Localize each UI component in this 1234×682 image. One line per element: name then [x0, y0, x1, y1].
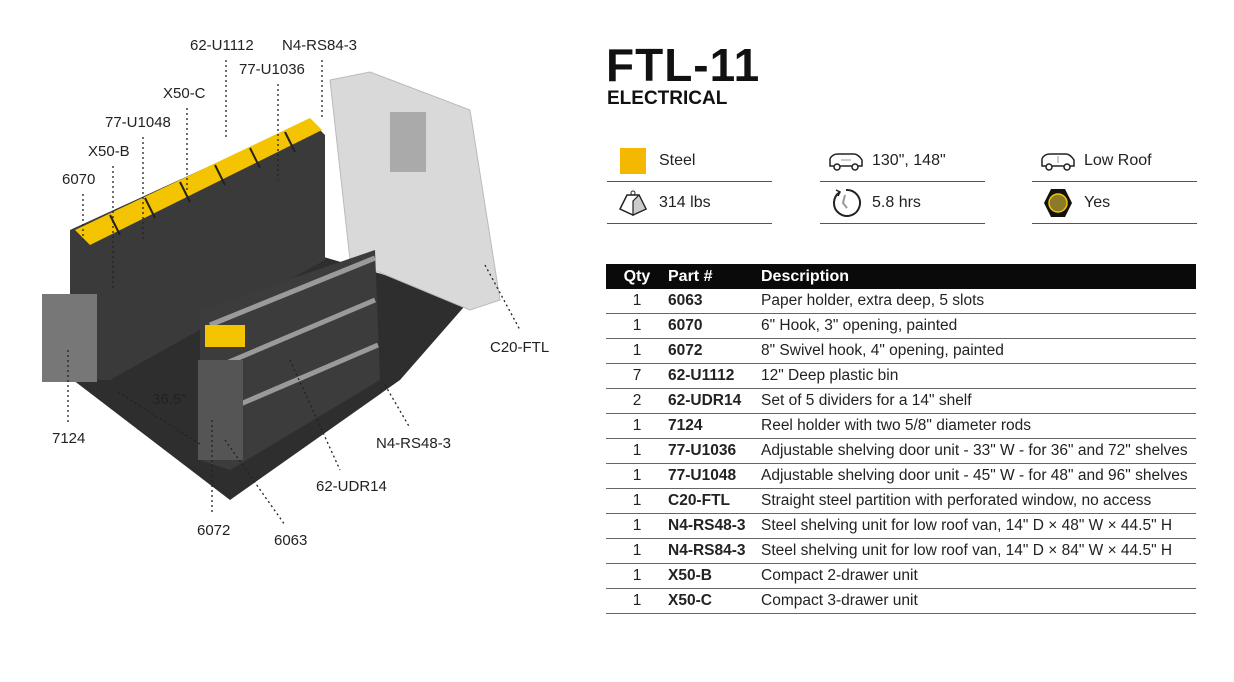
- spec-install-time: 5.8 hrs: [820, 183, 985, 224]
- part-cell: N4-RS84-3: [668, 538, 761, 564]
- description-cell: 6" Hook, 3" opening, painted: [761, 313, 1196, 339]
- paper-holder: [198, 360, 243, 460]
- description-cell: Compact 3-drawer unit: [761, 588, 1196, 614]
- spec-value: 130", 148": [872, 152, 946, 169]
- part-cell: 77-U1048: [668, 463, 761, 489]
- callout-6070: 6070: [62, 171, 96, 188]
- shelving-unit-84: [70, 120, 325, 380]
- product-title: FTL-11: [606, 39, 761, 91]
- qty-cell: 1: [606, 338, 668, 364]
- qty-cell: 1: [606, 313, 668, 339]
- steel-swatch-icon: [620, 148, 646, 174]
- qty-cell: 2: [606, 388, 668, 414]
- part-cell: N4-RS48-3: [668, 513, 761, 539]
- description-cell: 8" Swivel hook, 4" opening, painted: [761, 338, 1196, 364]
- weight-icon: [618, 190, 648, 216]
- badge-icon: [1044, 189, 1072, 217]
- part-cell: 6070: [668, 313, 761, 339]
- swivel-hook: [205, 325, 245, 347]
- callout-77-u1036: 77-U1036: [239, 61, 305, 78]
- part-cell: 6072: [668, 338, 761, 364]
- callout-n4-rs48-3: N4-RS48-3: [376, 435, 452, 452]
- part-cell: 7124: [668, 413, 761, 439]
- description-cell: Set of 5 dividers for a 14" shelf: [761, 388, 1196, 414]
- qty-cell: 1: [606, 563, 668, 589]
- spec-badge: Yes: [1032, 183, 1197, 224]
- van-length-icon: [829, 153, 863, 171]
- callout-c20-ftl: C20-FTL: [490, 339, 550, 356]
- part-cell: 77-U1036: [668, 438, 761, 464]
- perforated-window: [390, 112, 426, 172]
- qty-cell: 7: [606, 363, 668, 389]
- callout-62-udr14: 62-UDR14: [316, 478, 387, 495]
- description-cell: Straight steel partition with perforated…: [761, 488, 1196, 514]
- spec-value: Yes: [1084, 194, 1111, 211]
- description-cell: Steel shelving unit for low roof van, 14…: [761, 513, 1196, 539]
- callout-77-u1048: 77-U1048: [105, 114, 171, 131]
- callout-dimension: 36.5": [152, 391, 187, 408]
- qty-cell: 1: [606, 588, 668, 614]
- description-cell: Compact 2-drawer unit: [761, 563, 1196, 589]
- reel-holder: [42, 294, 97, 382]
- install-time-icon: [833, 188, 861, 217]
- description-cell: Adjustable shelving door unit - 45" W - …: [761, 463, 1196, 489]
- part-cell: 6063: [668, 289, 761, 314]
- spec-material: Steel: [607, 141, 772, 182]
- callout-x50-c: X50-C: [163, 85, 206, 102]
- spec-roof: Low Roof: [1032, 141, 1197, 182]
- description-cell: Paper holder, extra deep, 5 slots: [761, 289, 1196, 314]
- qty-cell: 1: [606, 488, 668, 514]
- table-header: Qty Part # Description: [606, 264, 1196, 289]
- description-cell: 12" Deep plastic bin: [761, 363, 1196, 389]
- callout-7124: 7124: [52, 430, 86, 447]
- product-category: ELECTRICAL: [607, 88, 728, 109]
- part-cell: X50-C: [668, 588, 761, 614]
- spec-weight: 314 lbs: [607, 183, 772, 224]
- callout-6063: 6063: [274, 532, 308, 549]
- callout-n4-rs84-3: N4-RS84-3: [282, 37, 358, 54]
- qty-cell: 1: [606, 513, 668, 539]
- spec-value: 5.8 hrs: [872, 194, 921, 211]
- header-qty: Qty: [606, 264, 668, 289]
- spec-value: Steel: [659, 152, 696, 169]
- header-description: Description: [761, 264, 1196, 289]
- callout-6072: 6072: [197, 522, 231, 539]
- description-cell: Adjustable shelving door unit - 33" W - …: [761, 438, 1196, 464]
- spec-value: Low Roof: [1084, 152, 1152, 169]
- spec-wheelbase: 130", 148": [820, 141, 985, 182]
- part-cell: X50-B: [668, 563, 761, 589]
- header-part: Part #: [668, 264, 761, 289]
- qty-cell: 1: [606, 413, 668, 439]
- description-cell: Steel shelving unit for low roof van, 14…: [761, 538, 1196, 564]
- spec-value: 314 lbs: [659, 194, 711, 211]
- part-cell: 62-UDR14: [668, 388, 761, 414]
- description-cell: Reel holder with two 5/8" diameter rods: [761, 413, 1196, 439]
- van-interior-illustration: [42, 60, 521, 526]
- qty-cell: 1: [606, 289, 668, 314]
- van-roof-icon: [1041, 153, 1075, 171]
- yellow-bins: [75, 118, 322, 245]
- callout-x50-b: X50-B: [88, 143, 130, 160]
- qty-cell: 1: [606, 438, 668, 464]
- callout-62-u1112: 62-U1112: [190, 37, 254, 54]
- qty-cell: 1: [606, 538, 668, 564]
- part-cell: C20-FTL: [668, 488, 761, 514]
- qty-cell: 1: [606, 463, 668, 489]
- part-cell: 62-U1112: [668, 363, 761, 389]
